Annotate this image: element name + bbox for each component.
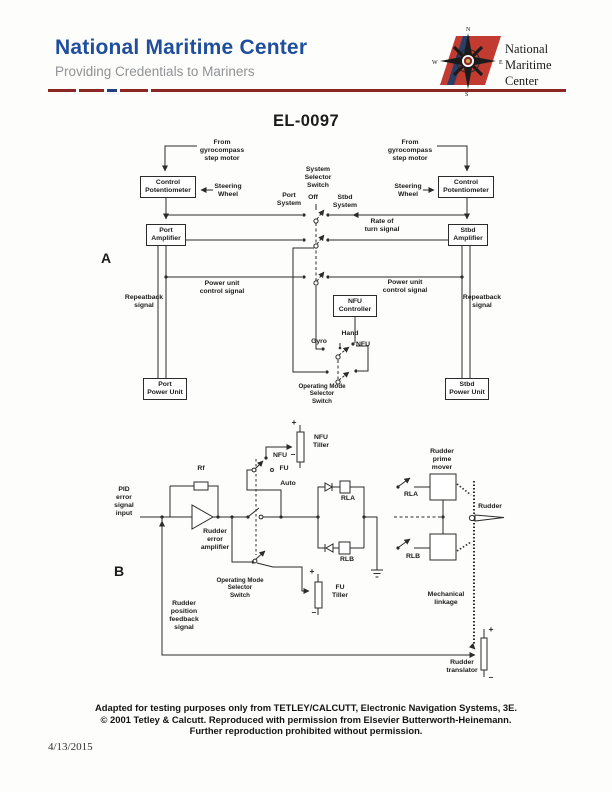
rlb-coil-label: RLB <box>340 556 354 563</box>
compass-rose-icon: N S E W <box>432 27 503 98</box>
auto-position-label: Auto <box>280 480 296 487</box>
diagram-b-junction-dots <box>160 456 445 564</box>
hand-position-label: Hand <box>341 330 359 337</box>
rla-coil-label: RLA <box>341 495 355 502</box>
port-amplifier-box: Port Amplifier <box>146 224 186 246</box>
repeatback-right-label: Repeatback signal <box>462 294 502 310</box>
rudder-label: Rudder <box>478 503 502 510</box>
rate-of-turn-label: Rate of turn signal <box>364 218 400 234</box>
diagram-a-junction-dots <box>164 213 469 374</box>
translator-plus-sign: + <box>488 624 494 634</box>
mechanical-linkage-label: Mechanical linkage <box>427 591 465 607</box>
from-gyro-left-label: From gyrocompass step motor <box>199 139 245 163</box>
from-gyro-right-label: From gyrocompass step motor <box>387 139 433 163</box>
rudder-feedback-label: Rudder position feedback signal <box>169 600 199 632</box>
off-position-label: Off <box>308 194 318 201</box>
page-subtitle: Providing Credentials to Mariners <box>55 64 255 79</box>
fu-tiller-plus-sign: + <box>309 566 315 576</box>
compass-letter-s: S <box>465 92 468 98</box>
page-title: National Maritime Center <box>55 36 308 59</box>
section-b-label: B <box>114 563 125 579</box>
diagram-a-lines <box>157 145 471 381</box>
nfu-position-label-a: NFU <box>356 341 370 348</box>
nfu-controller-box: NFU Controller <box>333 295 377 317</box>
operating-mode-switch-label-b: Operating Mode Selector Switch <box>216 577 264 599</box>
section-a-label: A <box>101 250 112 266</box>
rla-contact-label: RLA <box>404 491 418 498</box>
nfu-tiller-plus-sign: + <box>291 417 297 427</box>
diagram-b-switch-pivots <box>251 467 274 564</box>
port-system-label: Port System <box>276 192 302 208</box>
footer-line-1: Adapted for testing purposes only from T… <box>95 702 517 713</box>
diagram-b-lines <box>140 425 505 677</box>
compass-letter-w: W <box>432 60 438 66</box>
fu-tiller-minus-sign: – <box>311 607 317 617</box>
repeatback-left-label: Repeatback signal <box>124 294 164 310</box>
control-potentiometer-left-box: Control Potentiometer <box>140 176 196 198</box>
stbd-power-unit-box: Stbd Power Unit <box>445 378 489 400</box>
footer-line-2: © 2001 Tetley & Calcutt. Reproduced with… <box>100 713 512 725</box>
translator-minus-sign: – <box>488 672 494 682</box>
port-power-unit-box: Port Power Unit <box>143 378 187 400</box>
nfu-tiller-minus-sign: – <box>290 449 296 459</box>
footer-date: 4/13/2015 <box>48 741 93 753</box>
compass-letter-n: N <box>466 27 471 33</box>
fu-tiller-label: FU Tiller <box>331 584 349 600</box>
pid-input-label: PID error signal input <box>114 486 134 518</box>
footer-line-3: Further reproduction prohibited without … <box>189 725 423 737</box>
rudder-error-amplifier-label: Rudder error amplifier <box>200 528 230 552</box>
fu-position-label-b: FU <box>279 465 289 472</box>
document-code: EL-0097 <box>272 112 340 130</box>
power-unit-control-left-label: Power unit control signal <box>199 280 245 296</box>
control-potentiometer-right-box: Control Potentiometer <box>438 176 494 198</box>
nfu-tiller-label: NFU Tiller <box>312 434 330 450</box>
rudder-translator-label: Rudder translator <box>446 659 478 675</box>
compass-letter-e: E <box>499 60 503 66</box>
rudder-prime-mover-label: Rudder prime mover <box>430 448 454 472</box>
stbd-system-label: Stbd System <box>332 194 358 210</box>
rf-resistor-label: Rf <box>197 465 205 472</box>
stbd-amplifier-box: Stbd Amplifier <box>448 224 488 246</box>
steering-wheel-right-label: Steering Wheel <box>394 183 422 199</box>
system-selector-switch-label: System Selector Switch <box>304 166 332 190</box>
header-rule <box>48 89 566 92</box>
diagram-a-switch-pivots <box>313 218 341 385</box>
steering-wheel-left-label: Steering Wheel <box>214 183 242 199</box>
footer-notice: Adapted for testing purposes only from T… <box>0 702 612 737</box>
operating-mode-switch-label-a: Operating Mode Selector Switch <box>298 383 346 405</box>
power-unit-control-right-label: Power unit control signal <box>382 279 428 295</box>
gyro-position-label: Gyro <box>311 338 327 345</box>
rlb-contact-label: RLB <box>406 553 420 560</box>
logo-wordmark: National Maritime Center <box>505 42 552 88</box>
nfu-position-label-b: NFU <box>273 452 287 459</box>
